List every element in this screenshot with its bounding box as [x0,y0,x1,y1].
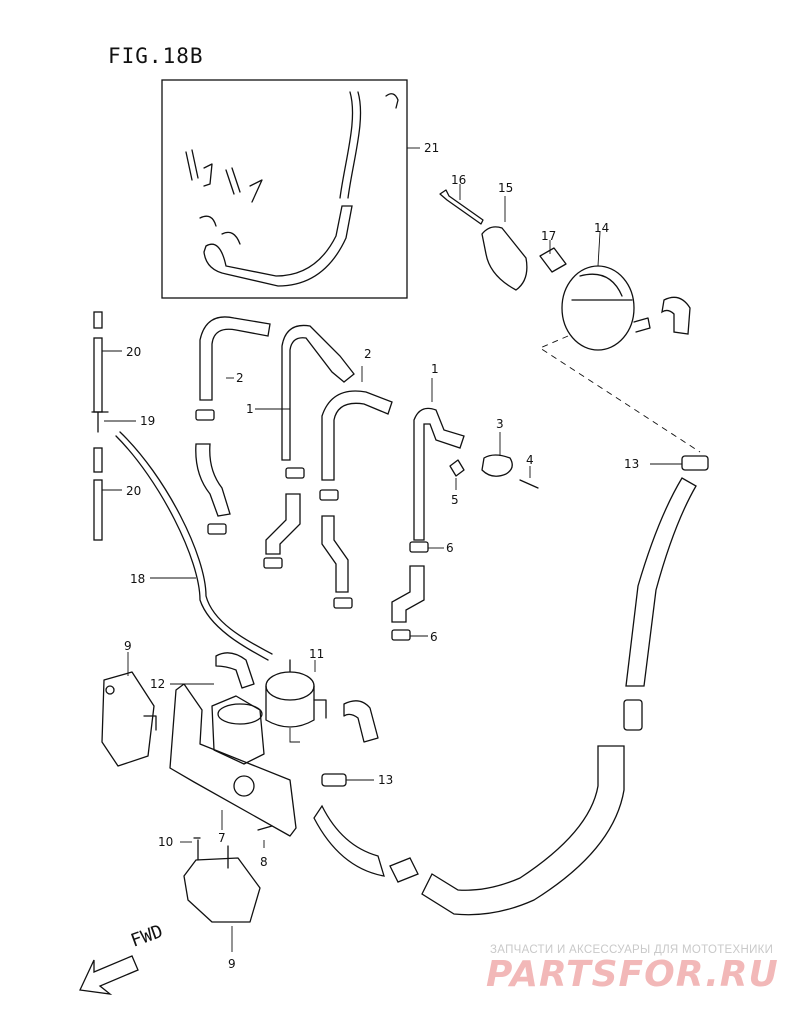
callout-3: 3 [496,417,504,431]
callout-19: 19 [140,414,155,428]
callout-14: 14 [594,221,609,235]
callout-8: 8 [260,855,268,869]
kit-hoses [185,91,420,287]
parts-18-20 [91,311,273,661]
callout-2b: 2 [364,347,372,361]
callout-1a: 1 [246,402,254,416]
callout-2a: 2 [236,371,244,385]
callout-6a: 6 [446,541,454,555]
callout-1b: 1 [431,362,439,376]
callout-20b: 20 [126,484,141,498]
figure-title: FIG.18B [108,44,204,68]
main-hose-13 [313,455,709,916]
callout-9b: 9 [228,957,236,971]
callout-4: 4 [526,453,534,467]
parts-7-12 [101,652,379,952]
callout-15: 15 [498,181,513,195]
fwd-arrow-icon [79,955,139,995]
callout-7: 7 [218,831,226,845]
callout-18: 18 [130,572,145,586]
callout-21: 21 [424,141,439,155]
callout-20a: 20 [126,345,141,359]
kit-box-21 [161,79,408,299]
watermark-logo: PARTSFOR.RU [486,954,779,995]
callout-13a: 13 [624,457,639,471]
watermark-tagline: ЗАПЧАСТИ И АКСЕССУАРЫ ДЛЯ МОТОТЕХНИКИ [490,944,774,956]
callout-10: 10 [158,835,173,849]
callout-17: 17 [541,229,556,243]
callout-16: 16 [451,173,466,187]
parts-14-17 [439,184,701,453]
callout-5: 5 [451,493,459,507]
callout-13b: 13 [378,773,393,787]
callout-6b: 6 [430,630,438,644]
hoses-1-6 [195,316,539,641]
callout-12: 12 [150,677,165,691]
callout-9a: 9 [124,639,132,653]
callout-11: 11 [309,647,324,661]
